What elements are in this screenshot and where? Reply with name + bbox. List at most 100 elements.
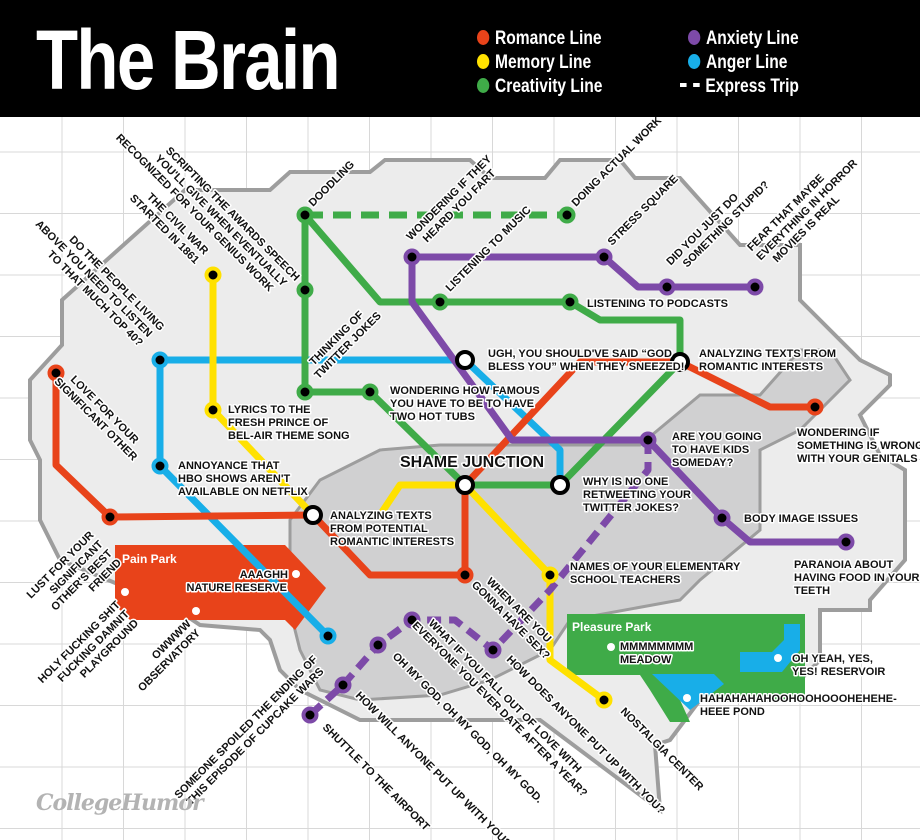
station-label: SCHOOL TEACHERS xyxy=(570,574,680,586)
station-memory-icon[interactable] xyxy=(204,266,222,284)
station-creativity-icon[interactable] xyxy=(561,293,579,311)
station-romance-icon[interactable] xyxy=(806,398,824,416)
anxiety-express xyxy=(307,440,652,718)
header-bar: The Brain Romance Line Memory Line Creat… xyxy=(0,0,920,117)
legend-label: Creativity Line xyxy=(495,76,603,97)
station-romance-icon[interactable] xyxy=(456,566,474,584)
transfer-station-icon[interactable] xyxy=(455,350,475,370)
station-anxiety-icon[interactable] xyxy=(403,611,421,629)
station-creativity-icon[interactable] xyxy=(361,383,379,401)
station-label: TEETH xyxy=(794,585,830,597)
transfer-station-icon[interactable] xyxy=(550,475,570,495)
station-creativity-icon[interactable] xyxy=(558,206,576,224)
anger-dot-icon xyxy=(688,54,701,69)
pond-dot-icon xyxy=(683,694,691,702)
park-spot-label: MMMMMMMM xyxy=(620,641,693,653)
pain-park-area[interactable] xyxy=(115,545,326,630)
park-spot-label: OH YEAH, YES, xyxy=(792,653,873,665)
meadow-dot-icon xyxy=(607,643,615,651)
reservoir-dot-icon xyxy=(774,654,782,662)
station-label: TO HAVE KIDS xyxy=(672,444,749,456)
station-anxiety-icon[interactable] xyxy=(713,509,731,527)
pleasure-park-area[interactable] xyxy=(567,614,805,722)
station-label: AVAILABLE ON NETFLIX xyxy=(178,486,308,498)
station-romance-icon[interactable] xyxy=(47,364,65,382)
legend-anger: Anger Line xyxy=(688,52,787,74)
station-memory-icon[interactable] xyxy=(595,691,613,709)
station-label: ROMANTIC INTERESTS xyxy=(699,361,823,373)
reservoir-water xyxy=(740,624,800,672)
brain-center-region xyxy=(288,348,852,702)
station-anxiety-icon[interactable] xyxy=(595,248,613,266)
transfer-station-icon[interactable] xyxy=(670,352,690,372)
station-label: LISTENING TO PODCASTS xyxy=(587,298,728,310)
station-romance-icon[interactable] xyxy=(101,508,119,526)
station-anxiety-icon[interactable] xyxy=(746,278,764,296)
station-anxiety-icon[interactable] xyxy=(837,533,855,551)
station-label: FRESH PRINCE OF xyxy=(228,417,329,429)
legend-anxiety: Anxiety Line xyxy=(688,28,799,50)
transfer-station-icon[interactable] xyxy=(455,475,475,495)
nature-reserve-dot-icon xyxy=(292,570,300,578)
pond-water xyxy=(652,674,724,710)
station-label: WHY IS NO ONE xyxy=(583,476,668,488)
station-label: WONDERING IF xyxy=(797,427,880,439)
station-label: HAVING FOOD IN YOUR xyxy=(794,572,920,584)
anger-line xyxy=(160,356,564,485)
station-anxiety-icon[interactable] xyxy=(403,248,421,266)
station-label: HBO SHOWS AREN'T xyxy=(178,473,290,485)
park-spot-label: HEEE POND xyxy=(700,706,765,718)
station-label: BLESS YOU” WHEN THEY SNEEZED! xyxy=(488,361,684,373)
station-anger-icon[interactable] xyxy=(151,351,169,369)
station-creativity-icon[interactable] xyxy=(296,281,314,299)
pleasure-park-title: Pleasure Park xyxy=(572,620,652,634)
station-memory-icon[interactable] xyxy=(204,401,222,419)
observatory-dot-icon xyxy=(192,607,200,615)
legend-romance: Romance Line xyxy=(477,28,602,50)
label-line: THIS EPISODE OF CUPCAKE WARS xyxy=(184,666,326,808)
station-anxiety-icon[interactable] xyxy=(484,641,502,659)
anxiety-dot-icon xyxy=(688,30,701,45)
legend-creativity: Creativity Line xyxy=(477,76,602,98)
memory-line-2 xyxy=(377,481,607,703)
station-label: BEL-AIR THEME SONG xyxy=(228,430,350,442)
creativity-dot-icon xyxy=(477,78,490,93)
park-spot-label: HAHAHAHAHOOHOOHOOOHEHEHE- xyxy=(700,693,897,705)
station-creativity-icon[interactable] xyxy=(296,206,314,224)
station-memory-icon[interactable] xyxy=(541,566,559,584)
station-label: ANALYZING TEXTS FROM xyxy=(699,348,836,360)
romance-dot-icon xyxy=(477,30,490,45)
station-creativity-icon[interactable] xyxy=(296,383,314,401)
station-anxiety-icon[interactable] xyxy=(369,636,387,654)
memory-dot-icon xyxy=(477,54,490,69)
station-anger-icon[interactable] xyxy=(151,457,169,475)
station-label: YOU HAVE TO BE TO HAVE xyxy=(390,398,534,410)
legend-memory: Memory Line xyxy=(477,52,591,74)
station-label: RETWEETING YOUR xyxy=(583,489,691,501)
playground-label: HOLY FUCKING SHIT FUCKING DAMNIT PLAYGRO… xyxy=(34,597,142,687)
station-creativity-icon[interactable] xyxy=(431,293,449,311)
station-label: UGH, YOU SHOULD'VE SAID “GOD xyxy=(488,348,672,360)
legend-label: Anxiety Line xyxy=(706,28,799,49)
station-label: SHUTTLE TO THE AIRPORT xyxy=(320,722,432,834)
station-label: SOMETHING IS WRONG xyxy=(797,440,920,452)
station-label: SOMEDAY? xyxy=(672,457,734,469)
legend-label: Memory Line xyxy=(495,52,592,73)
station-label: WITH YOUR GENITALS xyxy=(797,453,918,465)
transfer-station-icon[interactable] xyxy=(303,505,323,525)
station-anxiety-icon[interactable] xyxy=(334,676,352,694)
station-anxiety-icon[interactable] xyxy=(639,431,657,449)
brain-map: DOODLING DOING ACTUAL WORK STRESS SQUARE… xyxy=(0,117,920,840)
park-spot-label: YES! RESERVOIR xyxy=(792,666,885,678)
horror-label: FEAR THAT MAYBE EVERYTHING IN HORROR MOV… xyxy=(744,156,862,267)
dashed-line-icon xyxy=(680,83,700,87)
page-title: The Brain xyxy=(36,13,341,107)
park-spot-label: MEADOW xyxy=(620,654,672,666)
station-label: WONDERING HOW FAMOUS xyxy=(390,385,540,397)
pain-park-title: Pain Park xyxy=(122,552,177,566)
station-anxiety-icon[interactable] xyxy=(658,278,676,296)
station-label: TWITTER JOKES? xyxy=(583,502,679,514)
station-anger-icon[interactable] xyxy=(319,627,337,645)
legend-label: Anger Line xyxy=(706,52,788,73)
station-anxiety-icon[interactable] xyxy=(301,706,319,724)
